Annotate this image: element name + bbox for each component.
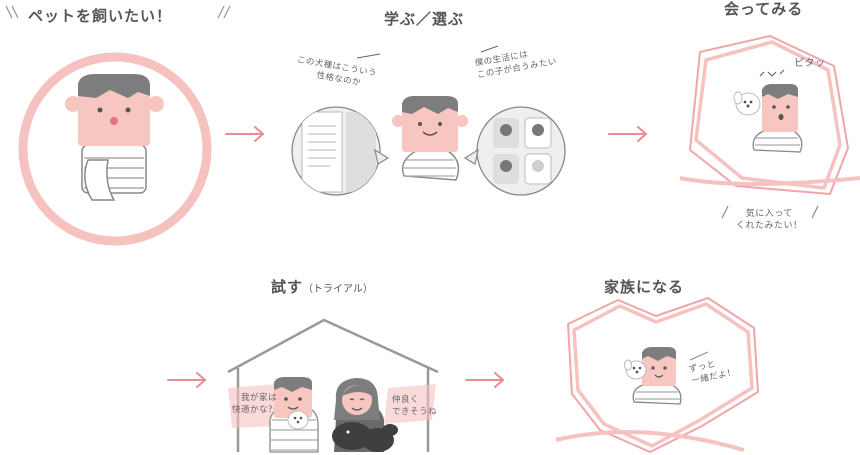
step-meet-title: 会ってみる: [724, 0, 804, 18]
speech-bubble-icon: [463, 106, 566, 196]
trial-bubble-left-line-1: 我が家は: [241, 393, 278, 403]
person-icon: [752, 84, 803, 153]
meet-caption-line-2: くれたみたい！: [736, 221, 803, 231]
trial-bubble-right: 仲良く できそうね: [392, 394, 437, 418]
dog-icon: [624, 359, 647, 380]
meet-caption-line-1: 気に入って: [745, 209, 793, 219]
arrow-right-icon: [608, 126, 648, 142]
step-family-illustration: [555, 297, 759, 453]
speech-bubble-icon: [291, 106, 390, 196]
arrow-right-icon: [225, 126, 265, 142]
hexagon-icon: [679, 35, 860, 195]
pink-circle-frame: [18, 52, 212, 246]
step-family-title: 家族になる: [604, 278, 685, 296]
trial-bubble-right-line-1: 仲良く: [392, 395, 420, 405]
bubble-decoration: [356, 45, 499, 59]
step-learn-illustration: [291, 45, 566, 196]
bubble-decoration: [689, 351, 709, 361]
arrow-right-icon: [167, 372, 207, 388]
bubble-highlight: [228, 384, 436, 428]
dog-icon: [332, 422, 398, 452]
step-trial-title-main: 試す: [271, 278, 304, 296]
title-decoration-left: [5, 5, 19, 19]
person-icon: [632, 347, 682, 405]
step-learn-title: 学ぶ／選ぶ: [384, 10, 465, 28]
heart-icon: [555, 297, 759, 453]
meet-sound-effect: ピタッ: [794, 58, 826, 69]
person-icon: [65, 74, 164, 201]
arrow-right-icon: [465, 372, 505, 388]
dog-icon: [287, 410, 309, 430]
step-want-title: ペットを飼いたい！: [28, 7, 173, 25]
step-trial-title: 試す（トライアル）: [271, 276, 373, 297]
title-decoration-right: [217, 5, 231, 19]
trial-bubble-left-line-2: 快適かな？: [232, 405, 278, 415]
step-trial-illustration: [227, 318, 439, 453]
meet-caption: 気に入って くれたみたい！: [736, 208, 803, 232]
surprise-marks: [759, 69, 785, 77]
step-meet-illustration: [679, 35, 860, 219]
dog-icon: [733, 91, 761, 116]
step-trial-title-sub: （トライアル）: [303, 284, 373, 295]
trial-bubble-left: 我が家は 快適かな？: [232, 392, 277, 416]
trial-bubble-right-line-2: できそうね: [392, 407, 438, 417]
person-icon: [392, 96, 468, 181]
caption-decoration: [721, 205, 819, 219]
step-want-illustration: [5, 5, 231, 246]
